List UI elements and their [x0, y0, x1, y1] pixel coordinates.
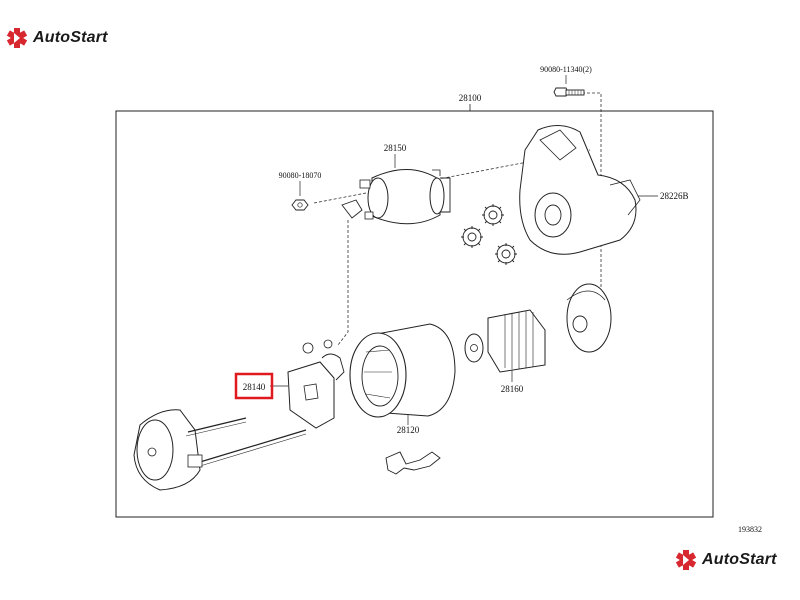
starter-housing-part: 28226B — [519, 125, 689, 255]
autostart-gear-icon — [675, 550, 697, 570]
dust-cover-part — [566, 283, 612, 353]
bolt-part: 90080-11340(2) — [540, 65, 592, 97]
plate-callout: 28140 — [243, 382, 266, 392]
housing-callout: 28226B — [660, 191, 689, 201]
assembly-frame — [115, 110, 714, 518]
brand-name: AutoStart — [702, 551, 777, 568]
clutch-part: 28160 — [464, 309, 546, 394]
brand-name: AutoStart — [33, 29, 108, 46]
autostart-gear-icon — [6, 28, 28, 48]
yoke-callout: 28120 — [397, 425, 420, 435]
bolt-callout: 90080-11340(2) — [540, 65, 592, 74]
nut-part: 90080-18070 — [279, 171, 322, 211]
nut-callout: 90080-18070 — [279, 171, 322, 180]
clutch-callout: 28160 — [501, 384, 524, 394]
end-frame-part — [133, 409, 307, 491]
pinion-gears — [461, 204, 517, 265]
autostart-logo-top: AutoStart — [6, 27, 108, 49]
lever-clip-part — [385, 451, 441, 475]
plate-highlight-box — [234, 372, 274, 400]
yoke-part: 28120 — [349, 323, 456, 435]
solenoid-part: 28150 — [341, 143, 451, 225]
assembly-callout: 28100 — [459, 93, 482, 103]
diagram-reference-number: 193832 — [738, 525, 762, 534]
solenoid-callout: 28150 — [384, 143, 407, 153]
brush-plate-part: 28140 — [234, 339, 345, 429]
autostart-logo-bottom: AutoStart — [675, 549, 777, 571]
